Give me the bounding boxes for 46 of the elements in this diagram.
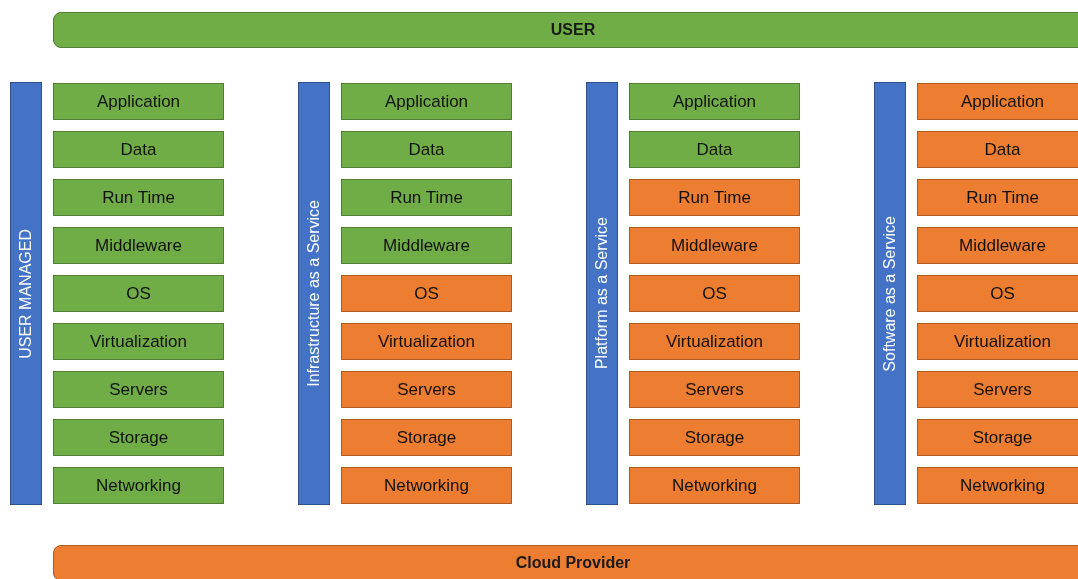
layer-box: Application bbox=[917, 83, 1078, 120]
layer-box: Application bbox=[53, 83, 224, 120]
bar-label: Infrastructure as a Service bbox=[305, 200, 323, 387]
service-model-bar bbox=[10, 82, 42, 505]
provider-band: Cloud Provider bbox=[53, 545, 1078, 579]
layer-box: Run Time bbox=[629, 179, 800, 216]
service-model-bar bbox=[874, 82, 906, 505]
layer-box: Data bbox=[629, 131, 800, 168]
layer-box: Run Time bbox=[53, 179, 224, 216]
layer-box: Virtualization bbox=[53, 323, 224, 360]
layer-box: OS bbox=[53, 275, 224, 312]
layer-box: Storage bbox=[629, 419, 800, 456]
layer-box: Middleware bbox=[53, 227, 224, 264]
layer-box: Virtualization bbox=[341, 323, 512, 360]
layer-box: Middleware bbox=[917, 227, 1078, 264]
layer-box: Middleware bbox=[629, 227, 800, 264]
service-model-bar bbox=[298, 82, 330, 505]
layer-box: Networking bbox=[917, 467, 1078, 504]
layer-box: Virtualization bbox=[917, 323, 1078, 360]
bar-label: Software as a Service bbox=[881, 215, 899, 372]
layer-box: Networking bbox=[53, 467, 224, 504]
layer-box: OS bbox=[341, 275, 512, 312]
user-band: USER bbox=[53, 12, 1078, 48]
layer-box: OS bbox=[917, 275, 1078, 312]
layer-box: Servers bbox=[53, 371, 224, 408]
layer-box: OS bbox=[629, 275, 800, 312]
layer-box: Networking bbox=[629, 467, 800, 504]
bar-label: Platform as a Service bbox=[593, 217, 611, 370]
layer-box: Data bbox=[917, 131, 1078, 168]
layer-box: Application bbox=[341, 83, 512, 120]
layer-box: Data bbox=[53, 131, 224, 168]
bar-label: USER MANAGED bbox=[17, 228, 35, 359]
layer-box: Application bbox=[629, 83, 800, 120]
layer-box: Run Time bbox=[341, 179, 512, 216]
layer-box: Storage bbox=[53, 419, 224, 456]
layer-box: Virtualization bbox=[629, 323, 800, 360]
layer-box: Servers bbox=[917, 371, 1078, 408]
layer-box: Run Time bbox=[917, 179, 1078, 216]
layer-box: Servers bbox=[629, 371, 800, 408]
layer-box: Data bbox=[341, 131, 512, 168]
service-model-bar bbox=[586, 82, 618, 505]
layer-box: Middleware bbox=[341, 227, 512, 264]
layer-box: Servers bbox=[341, 371, 512, 408]
layer-box: Storage bbox=[341, 419, 512, 456]
layer-box: Storage bbox=[917, 419, 1078, 456]
layer-box: Networking bbox=[341, 467, 512, 504]
